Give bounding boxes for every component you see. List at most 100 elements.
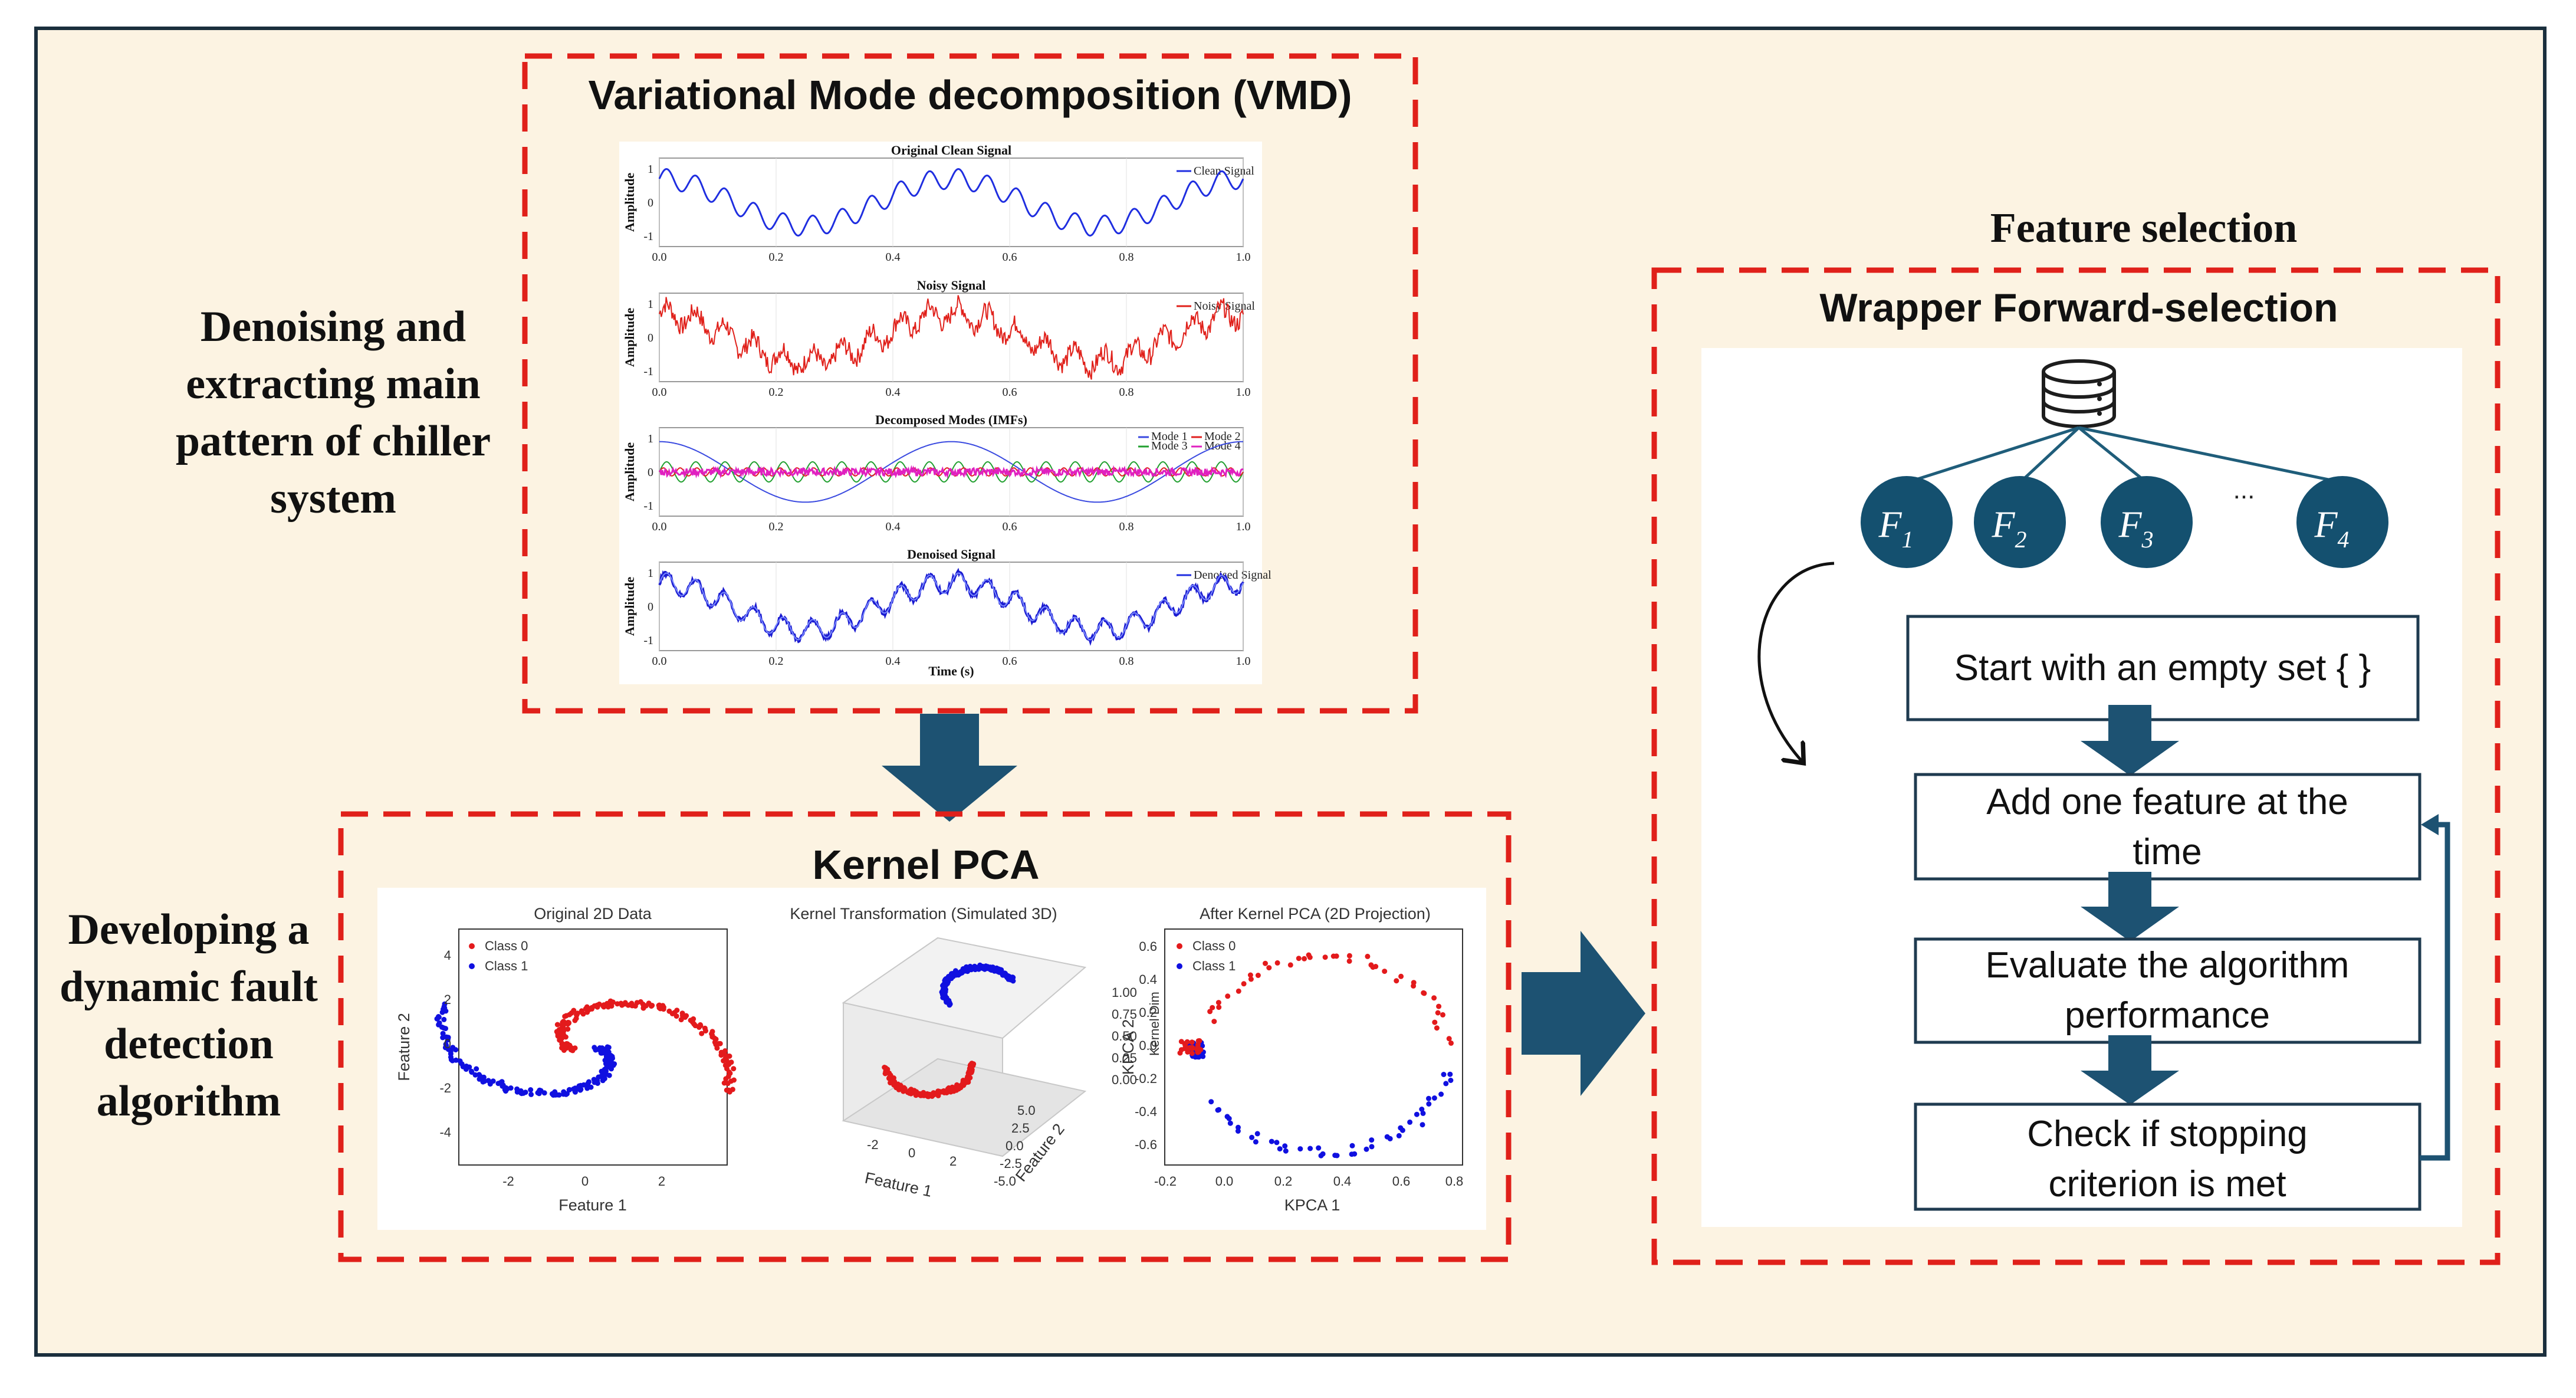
kpca-plot3-point-class0 [1346, 953, 1352, 959]
kpca-plot3-point-class0 [1307, 954, 1313, 960]
vmd-ytick: 0 [648, 196, 653, 209]
kpca-plot2-point-class0 [935, 1088, 941, 1094]
kpca-plot1-point-class1 [609, 1059, 615, 1065]
kpca-plot1-point-class0 [643, 1003, 649, 1009]
vmd-ylabel-1: Amplitude [622, 173, 637, 232]
svg-text:Clean Signal: Clean Signal [1194, 165, 1254, 178]
vmd-plot-noisy-frame [659, 293, 1244, 382]
step-arrow-1 [2081, 705, 2179, 776]
kpca-plot1-point-class1 [436, 1015, 442, 1020]
kpca-plot1-point-class0 [727, 1089, 732, 1095]
vmd-plot-clean-frame [659, 157, 1244, 247]
kpca-plot1-xlabel: Feature 1 [558, 1196, 627, 1214]
kpca-plot1-point-class0 [669, 1011, 675, 1016]
kpca-plot1-ytick-4: -2 [439, 1081, 451, 1095]
vmd-xtick: 0.4 [886, 251, 901, 264]
kpca-plot1-point-class0 [731, 1077, 737, 1083]
kpca-plot1-point-class1 [585, 1084, 591, 1089]
kpca-plot3-point-class1 [1414, 1111, 1420, 1117]
step-start-box [1906, 615, 2420, 721]
vmd-plot-denoised-title: Denoised Signal [907, 547, 995, 562]
kpca-plot3-point-class1 [1441, 1072, 1447, 1077]
vmd-side-line-1: Denoising and [201, 303, 466, 351]
vmd-ytick: 1 [648, 298, 653, 311]
kpca-plot3-point-class0 [1263, 960, 1268, 966]
kpca-plot3-point-class0 [1236, 988, 1241, 994]
feature-node-f3: F3 [2101, 476, 2193, 568]
kpca-plot3-ylabel: KPCA 2 [1119, 1019, 1137, 1075]
vmd-ytick: -1 [643, 230, 653, 243]
kpca-plot1-point-class1 [495, 1081, 501, 1087]
kpca-plot1-point-class1 [443, 1041, 449, 1047]
kpca-plot3-point-class0 [1195, 1042, 1201, 1048]
vmd-plot-noisy-title: Noisy Signal [917, 278, 986, 293]
kpca-plot1-ytick-3: 0 [444, 1036, 451, 1051]
kpca-plot3-point-class1 [1369, 1144, 1375, 1150]
kpca-plot1-title: Original 2D Data [534, 905, 652, 923]
kpca-plot3-point-class1 [1316, 1145, 1322, 1151]
kpca-plot1-point-class0 [698, 1022, 703, 1028]
kpca-plot3-xtick-3: 0.2 [1274, 1174, 1293, 1189]
kpca-plot3-point-class0 [1255, 973, 1261, 978]
vmd-xtick: 0.2 [769, 251, 784, 264]
vmd-xtick: 0.0 [652, 520, 667, 533]
kpca-plot3-point-class0 [1274, 960, 1280, 966]
kpca-plot2-points [882, 962, 1016, 1100]
feature-selection-dashed-box [1651, 267, 2501, 1265]
kpca-plot1-point-class1 [567, 1087, 573, 1092]
vmd-ytick: -1 [643, 365, 653, 378]
vmd-xlabel: Time (s) [928, 664, 974, 678]
kpca-plot3-point-class0 [1431, 995, 1437, 1001]
kpca-plot3-point-class1 [1447, 1071, 1453, 1077]
kpca-plot1-point-class1 [572, 1088, 578, 1094]
kpca-side-line-2: dynamic fault [60, 963, 318, 1011]
step-evaluate-line-2: performance [2065, 995, 2270, 1036]
step-evaluate-line-1: Evaluate the algorithm [1986, 945, 2350, 986]
svg-text:Denoised Signal: Denoised Signal [1194, 569, 1271, 582]
kpca-plot3-point-class0 [1211, 1019, 1217, 1025]
vmd-xtick: 1.0 [1236, 251, 1251, 264]
kpca-plot3-point-class1 [1398, 1125, 1404, 1131]
kpca-plot3-ytick-5: -0.2 [1135, 1071, 1157, 1086]
kpca-plot1-point-class1 [603, 1061, 609, 1066]
vmd-plot-denoised-frame [659, 562, 1244, 651]
kpca-plot1-point-class0 [703, 1028, 708, 1034]
kpca-plot3-point-class0 [1302, 956, 1307, 961]
kpca-plot3-point-class0 [1184, 1039, 1190, 1045]
kpca-plot3-point-class0 [1187, 1045, 1192, 1051]
kpca-plot3-point-class1 [1235, 1128, 1241, 1134]
step-add-line-1: Add one feature at the [1986, 782, 2348, 822]
kpca-plot1-point-class0 [622, 1001, 627, 1007]
kpca-plot-original: Original 2D Data -2 0 2 4 2 0 -2 -4 Feat… [395, 905, 737, 1214]
kpca-plot3-point-class0 [1440, 1012, 1445, 1018]
kpca-plot1-point-class1 [481, 1077, 487, 1082]
kpca-plot3-point-class0 [1322, 954, 1328, 960]
kpca-plot3-point-class1 [1274, 1140, 1280, 1146]
kpca-plot1-point-class0 [688, 1018, 694, 1023]
kpca-plot1-point-class1 [500, 1083, 505, 1089]
kpca-plot3-point-class1 [1282, 1143, 1288, 1149]
vmd-xtick: 0.6 [1003, 655, 1017, 668]
vmd-xtick: 0.2 [769, 386, 784, 399]
vmd-clean-line [658, 168, 1244, 237]
kpca-plot3-point-class0 [1185, 1049, 1191, 1055]
svg-text:Mode 4: Mode 4 [1204, 439, 1241, 452]
kpca-side-line-1: Developing a [68, 905, 309, 954]
kpca-plot1-point-class0 [656, 1003, 662, 1008]
kpca-plot3-points [1177, 952, 1454, 1159]
kpca-plot1-point-class1 [450, 1045, 456, 1051]
kpca-plot1-point-class1 [528, 1087, 534, 1092]
svg-text:Class 1: Class 1 [1192, 959, 1236, 973]
kpca-plot3-legend: Class 0 Class 1 [1177, 938, 1236, 973]
svg-text:Class 0: Class 0 [485, 938, 528, 953]
kpca-plot3-ytick-3: 0.2 [1139, 1005, 1157, 1020]
vmd-xtick: 0.8 [1119, 655, 1134, 668]
step-evaluate-box [1914, 937, 2421, 1044]
vmd-xtick: 1.0 [1236, 386, 1251, 399]
kpca-plot1-point-class1 [608, 1066, 614, 1071]
kpca-plot3-point-class1 [1224, 1114, 1230, 1120]
kpca-plot3-point-class1 [1253, 1139, 1259, 1145]
feature-node-f4: F4 [2296, 476, 2388, 568]
kpca-plot1-point-class0 [565, 1026, 571, 1032]
kpca-plot3-point-class0 [1183, 1045, 1189, 1051]
